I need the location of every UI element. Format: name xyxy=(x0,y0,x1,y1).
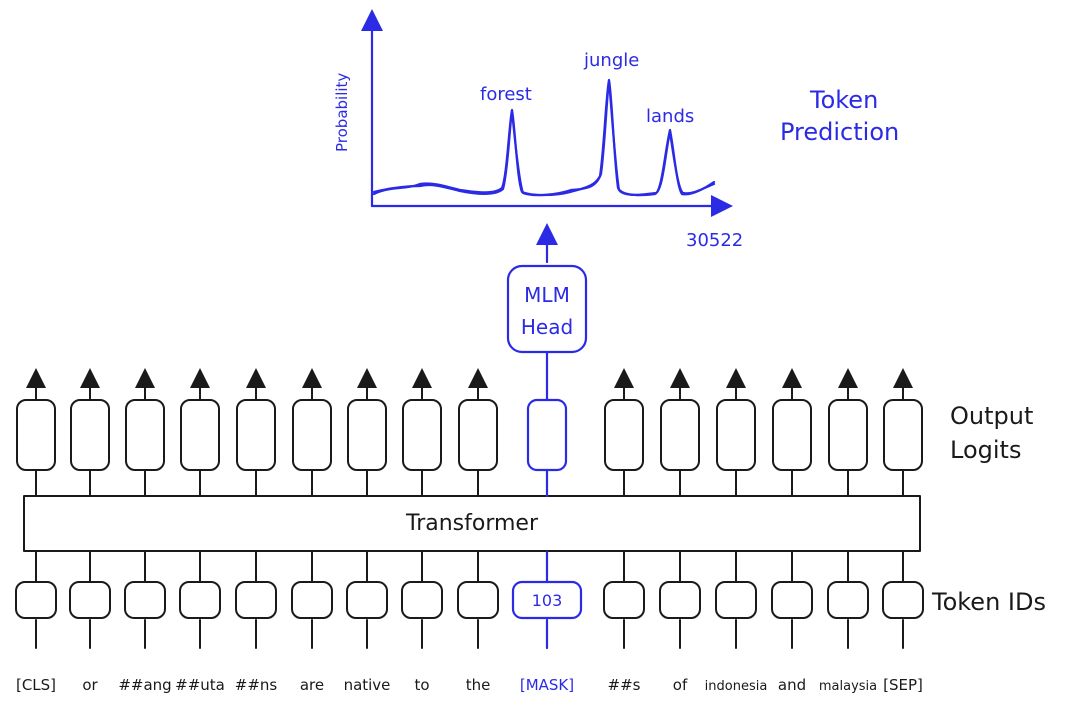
output-logits-line1: Output xyxy=(950,402,1033,430)
token-column: ##s xyxy=(603,368,645,694)
logit-box xyxy=(16,399,56,471)
probability-curve-shadow xyxy=(372,80,716,197)
token-text: the xyxy=(466,676,491,694)
token-text: malaysia xyxy=(819,679,877,694)
token-columns: [CLS] or ##ang##uta ##ns are native to the 103 [M… xyxy=(15,350,924,694)
token-id-box xyxy=(882,581,924,619)
logit-box xyxy=(883,399,923,471)
token-column: to xyxy=(401,368,443,694)
mlm-head-box xyxy=(506,264,588,354)
token-id-box xyxy=(124,581,166,619)
token-text: of xyxy=(673,676,688,694)
token-id-box xyxy=(235,581,277,619)
token-column: 103 [MASK] xyxy=(511,350,583,694)
token-column: of xyxy=(659,368,701,694)
mask-token-id: 103 xyxy=(532,591,563,610)
transformer-label: Transformer xyxy=(405,511,539,536)
token-column: or xyxy=(69,368,111,694)
token-id-box xyxy=(771,581,813,619)
chart-y-label: Probability xyxy=(333,73,351,152)
logit-box xyxy=(180,399,220,471)
token-text: indonesia xyxy=(705,679,768,694)
logit-box xyxy=(347,399,387,471)
logit-box xyxy=(604,399,644,471)
token-column: native xyxy=(344,368,391,694)
mlm-head-line2: Head xyxy=(521,315,573,339)
token-text: to xyxy=(414,676,429,694)
probability-chart: Probability forest jungle lands 30522 xyxy=(333,9,743,251)
logit-box xyxy=(402,399,442,471)
logit-box xyxy=(828,399,868,471)
chart-peak-lands-label: lands xyxy=(646,106,694,127)
token-id-box xyxy=(15,581,57,619)
transformer-block xyxy=(23,495,921,552)
token-id-box xyxy=(346,581,388,619)
mask-logit-box xyxy=(526,398,568,472)
token-prediction-title-line2: Prediction xyxy=(780,118,899,146)
token-id-box xyxy=(291,581,333,619)
token-column: [CLS] xyxy=(15,368,57,694)
token-text: native xyxy=(344,676,391,694)
token-column: malaysia xyxy=(819,368,877,694)
token-column: indonesia xyxy=(705,368,768,694)
token-prediction-title-line1: Token xyxy=(809,86,878,114)
token-text: ##uta xyxy=(175,676,225,694)
logit-box xyxy=(772,399,812,471)
logit-box xyxy=(458,399,498,471)
token-id-box xyxy=(401,581,443,619)
token-column: are xyxy=(291,368,333,694)
token-column: ##ang xyxy=(118,368,172,694)
token-text: and xyxy=(778,676,806,694)
token-text: ##s xyxy=(608,676,641,694)
logit-box xyxy=(716,399,756,471)
token-id-box xyxy=(827,581,869,619)
logit-box xyxy=(70,399,110,471)
token-id-box xyxy=(69,581,111,619)
logit-box xyxy=(236,399,276,471)
token-column: the xyxy=(457,368,499,694)
token-text: [CLS] xyxy=(16,676,56,694)
chart-x-end-label: 30522 xyxy=(686,230,743,251)
token-column: ##uta xyxy=(175,368,225,694)
token-text: [SEP] xyxy=(883,676,923,694)
token-id-box xyxy=(179,581,221,619)
logit-box xyxy=(292,399,332,471)
mask-token-text: [MASK] xyxy=(520,676,574,694)
output-logits-line2: Logits xyxy=(950,436,1021,464)
chart-peak-forest-label: forest xyxy=(480,84,532,105)
chart-peak-jungle-label: jungle xyxy=(583,50,639,71)
token-text: ##ns xyxy=(235,676,278,694)
token-id-box xyxy=(659,581,701,619)
logit-box xyxy=(125,399,165,471)
token-text: ##ang xyxy=(118,676,171,694)
token-column: ##ns xyxy=(235,368,278,694)
token-text: or xyxy=(82,676,98,694)
token-id-box xyxy=(603,581,645,619)
mlm-head-line1: MLM xyxy=(524,283,570,307)
token-id-box xyxy=(457,581,499,619)
token-text: are xyxy=(300,676,324,694)
logit-box xyxy=(660,399,700,471)
token-id-box xyxy=(715,581,757,619)
token-column: [SEP] xyxy=(882,368,924,694)
token-ids-label: Token IDs xyxy=(931,588,1046,616)
token-column: and xyxy=(771,368,813,694)
